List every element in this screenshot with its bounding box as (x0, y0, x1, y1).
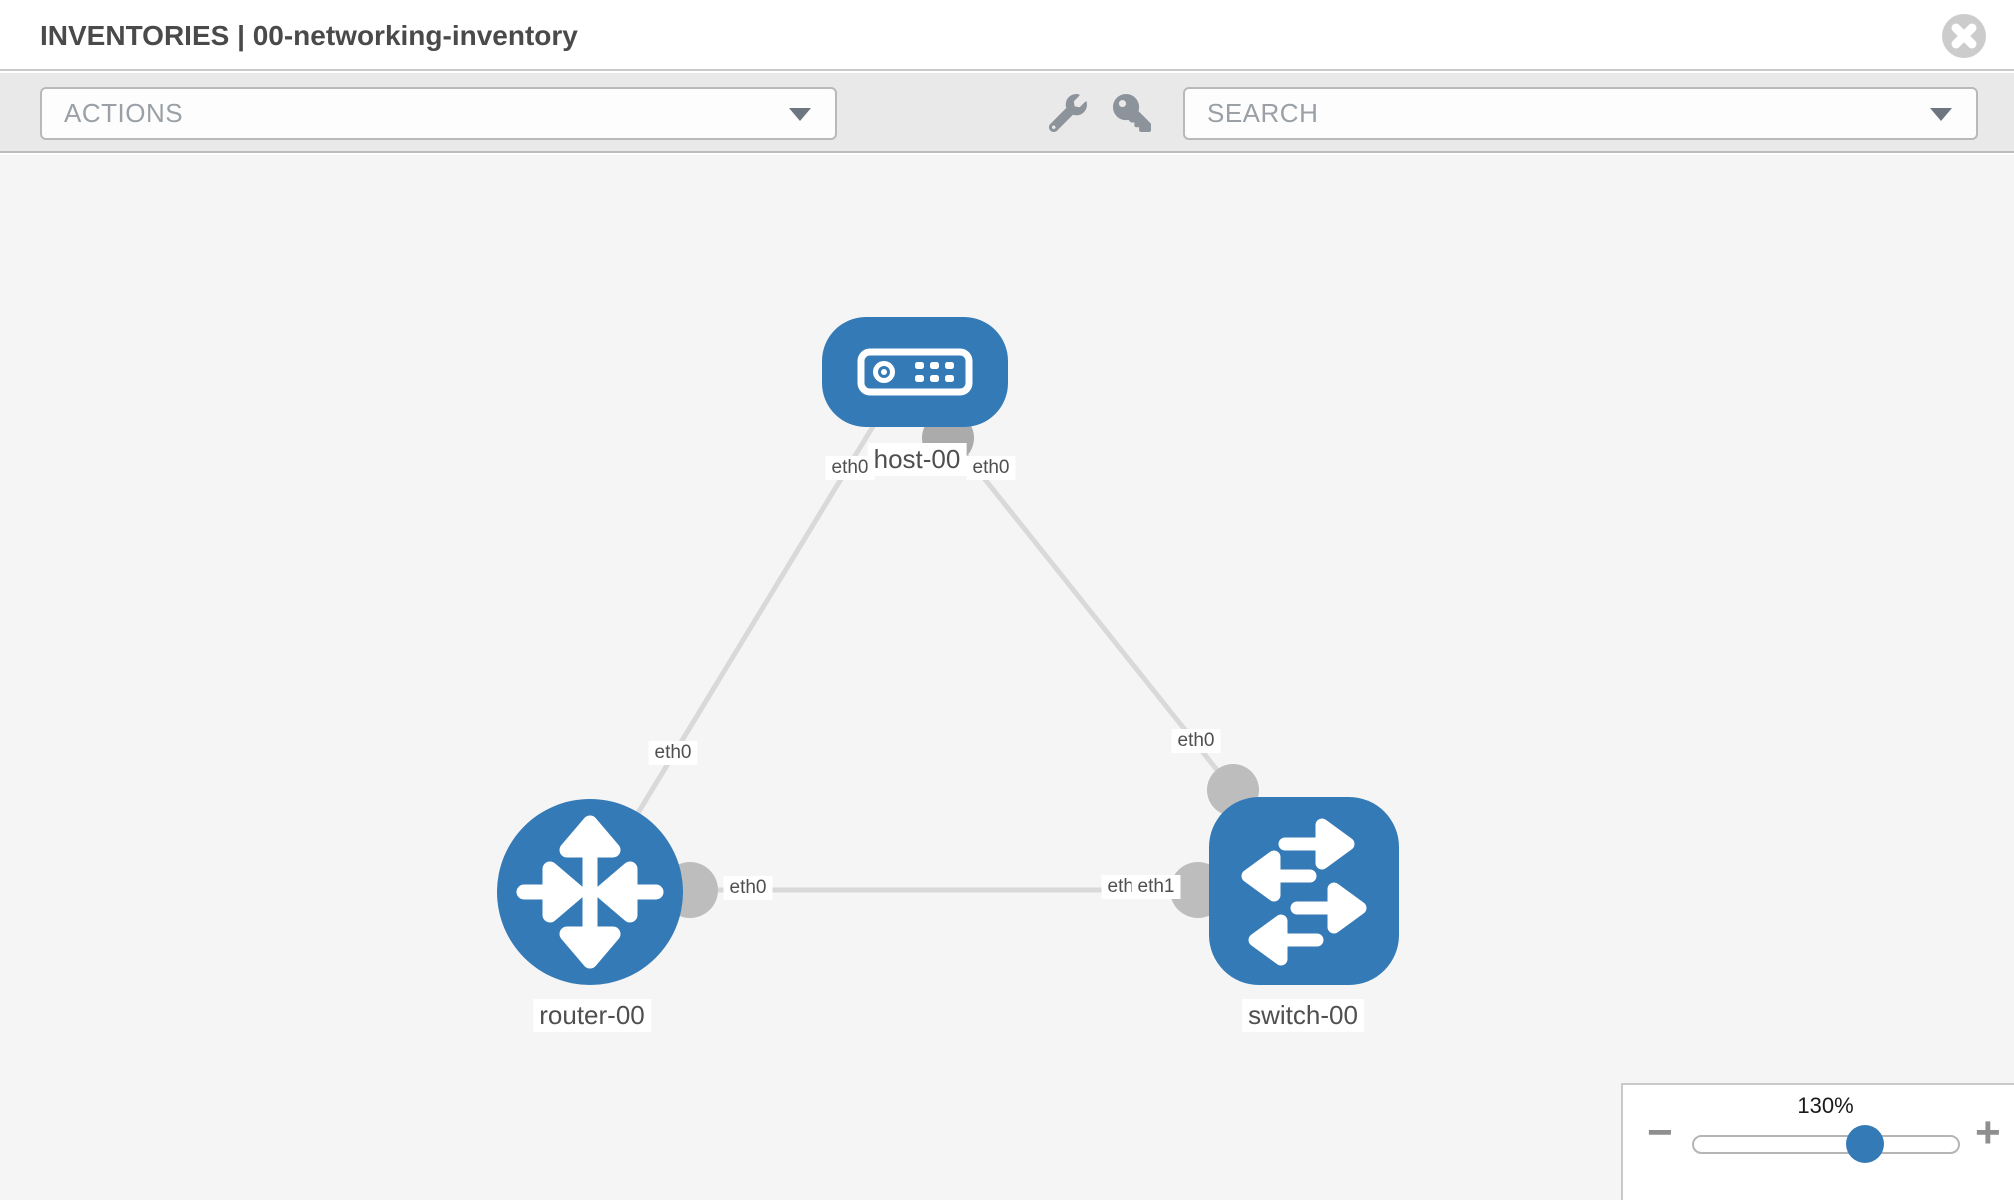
zoom-slider-track[interactable] (1692, 1135, 1960, 1154)
chevron-down-icon (1930, 108, 1952, 121)
actions-dropdown[interactable]: ACTIONS (40, 87, 837, 140)
zoom-control-panel: 130% − + (1621, 1083, 2014, 1200)
node-label-router-00: router-00 (533, 999, 651, 1032)
iface-label-switch-eth0-top: eth0 (1171, 729, 1221, 753)
router-icon (516, 815, 664, 969)
zoom-in-button[interactable]: + (1975, 1108, 2001, 1157)
topology-canvas[interactable]: eth0 eth0 eth0 eth0 eth0 eth0 eth1 host-… (0, 155, 2014, 1200)
wrench-icon[interactable] (1048, 94, 1087, 133)
chevron-down-icon (789, 108, 811, 121)
close-button[interactable] (1942, 14, 1986, 58)
header: INVENTORIES | 00-networking-inventory (0, 0, 2014, 71)
node-label-host-00: host-00 (867, 443, 967, 476)
switch-icon (1241, 818, 1367, 966)
iface-label-router-eth0-top: eth0 (648, 741, 698, 765)
topology-links-layer (587, 412, 1259, 918)
search-dropdown-label: SEARCH (1207, 98, 1319, 128)
node-switch-00[interactable] (1209, 797, 1399, 985)
iface-label-host-eth0-right: eth0 (966, 456, 1016, 480)
zoom-out-button[interactable]: − (1647, 1108, 1673, 1157)
node-host-00[interactable] (822, 317, 1008, 427)
iface-label-router-eth0-right: eth0 (723, 876, 773, 900)
zoom-slider-thumb[interactable] (1846, 1125, 1884, 1163)
zoom-level: 130% (1797, 1093, 1854, 1118)
close-icon (1951, 23, 1977, 49)
actions-dropdown-label: ACTIONS (64, 98, 184, 128)
iface-label-host-eth0-left: eth0 (825, 456, 875, 480)
key-icon[interactable] (1113, 94, 1151, 132)
search-dropdown[interactable]: SEARCH (1183, 87, 1978, 140)
page-title: INVENTORIES | 00-networking-inventory (40, 20, 578, 51)
host-icon (857, 348, 973, 396)
node-router-00[interactable] (497, 799, 683, 985)
iface-label-switch-eth1-left: eth1 (1131, 875, 1181, 899)
toolbar: ACTIONS SEARCH (0, 73, 2014, 153)
node-label-switch-00: switch-00 (1242, 999, 1364, 1032)
